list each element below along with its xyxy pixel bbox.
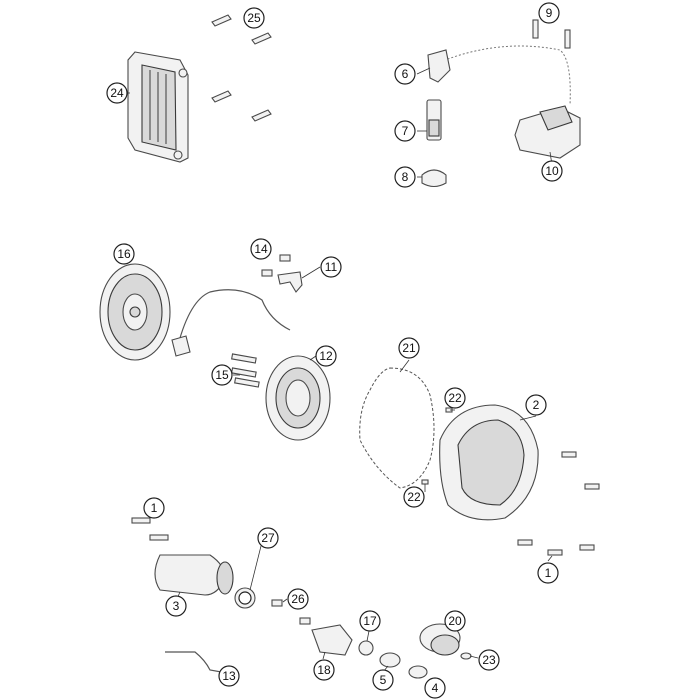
callout-9: 9 [538,2,560,24]
callout-22-lower: 22 [403,486,425,508]
callout-12: 12 [315,345,337,367]
stator-assembly [171,254,331,441]
callout-23: 23 [478,649,500,671]
cover-gasket [359,367,435,489]
callout-26: 26 [287,588,309,610]
callout-label: 21 [402,341,416,355]
callout-label: 22 [448,391,462,405]
callout-label: 24 [110,86,124,100]
callout-label: 15 [215,368,229,382]
callout-4: 4 [424,677,446,699]
callout-18: 18 [313,659,335,681]
callout-8: 8 [394,166,416,188]
callout-16: 16 [113,243,135,265]
callout-label: 16 [117,247,131,261]
callout-label: 7 [402,124,409,138]
callout-label: 9 [546,6,553,20]
regulator-screws [211,14,272,122]
callout-label: 1 [151,501,158,515]
callout-label: 17 [363,614,377,628]
callout-21: 21 [398,337,420,359]
callout-label: 6 [402,67,409,81]
callout-label: 14 [254,242,268,256]
callout-13: 13 [218,665,240,687]
ignition-coil-assembly [421,19,581,188]
callout-17: 17 [359,610,381,632]
starter-drive [271,599,374,656]
callout-label: 18 [317,663,331,677]
callout-label: 26 [291,592,305,606]
callout-3: 3 [165,595,187,617]
ignition-cover [421,404,600,556]
freewheel-gear-set [379,623,472,679]
callout-label: 8 [402,170,409,184]
callout-11: 11 [320,256,342,278]
callout-22-upper: 22 [444,387,466,409]
callout-label: 12 [319,349,333,363]
ground-wire [165,651,239,676]
callout-1-upper: 1 [143,497,165,519]
callout-label: 25 [247,11,261,25]
callout-10: 10 [541,160,563,182]
callout-14: 14 [250,238,272,260]
callout-5: 5 [372,669,394,691]
callout-24: 24 [106,82,128,104]
voltage-regulator [127,51,189,163]
callout-label: 5 [380,673,387,687]
callout-6: 6 [394,63,416,85]
callout-label: 27 [261,531,275,545]
callout-15: 15 [211,364,233,386]
callout-27: 27 [257,527,279,549]
callout-20: 20 [444,610,466,632]
callout-2: 2 [525,394,547,416]
flywheel [99,263,171,361]
callout-label: 1 [545,566,552,580]
callout-label: 2 [533,398,540,412]
callout-label: 23 [482,653,496,667]
starter-motor [131,517,256,609]
callout-label: 3 [173,599,180,613]
callout-label: 4 [432,681,439,695]
callout-7: 7 [394,120,416,142]
callout-label: 11 [325,260,338,274]
callout-25: 25 [243,7,265,29]
callout-1-lower: 1 [537,562,559,584]
callout-label: 13 [222,669,236,683]
callout-label: 22 [407,490,421,504]
callout-label: 20 [448,614,462,628]
callout-label: 10 [545,164,559,178]
